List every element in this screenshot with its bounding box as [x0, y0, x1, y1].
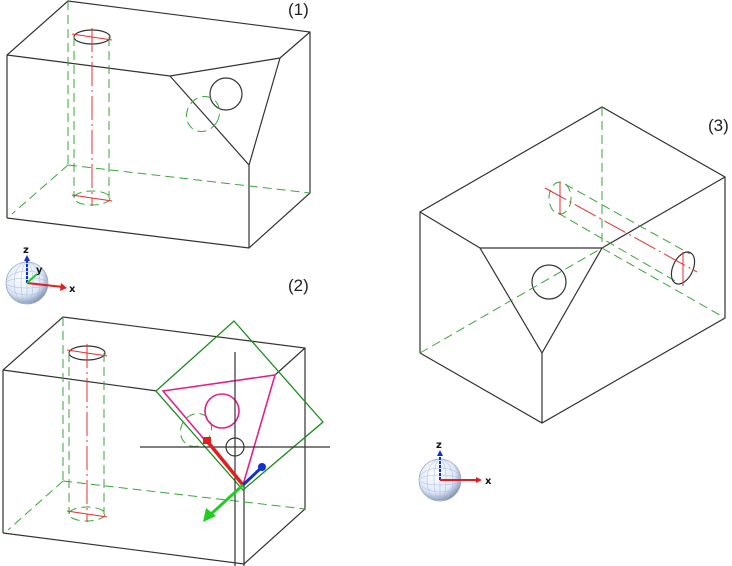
view-1-part: [6, 0, 311, 249]
view-2-part: [2, 316, 330, 566]
axis-triad-1[interactable]: z x y: [5, 245, 76, 305]
view-label-1: (1): [288, 0, 309, 19]
view-label-3: (3): [708, 116, 729, 135]
axis-label-x: x: [69, 284, 76, 295]
axis-label-x: x: [485, 476, 492, 487]
axis-label-z: z: [23, 245, 29, 256]
view-3-part: [419, 106, 726, 424]
selected-face[interactable]: [161, 374, 277, 487]
axis-triad-3[interactable]: z x: [418, 440, 492, 502]
axis-y-handle[interactable]: [208, 483, 245, 517]
view-label-2: (2): [288, 276, 309, 295]
axis-z-handle[interactable]: [241, 466, 263, 487]
work-plane[interactable]: [155, 320, 324, 491]
axis-label-z: z: [436, 440, 442, 451]
axis-label-y: y: [36, 265, 43, 276]
axis-x-handle[interactable]: [206, 440, 245, 487]
hole-circle: [209, 77, 243, 111]
